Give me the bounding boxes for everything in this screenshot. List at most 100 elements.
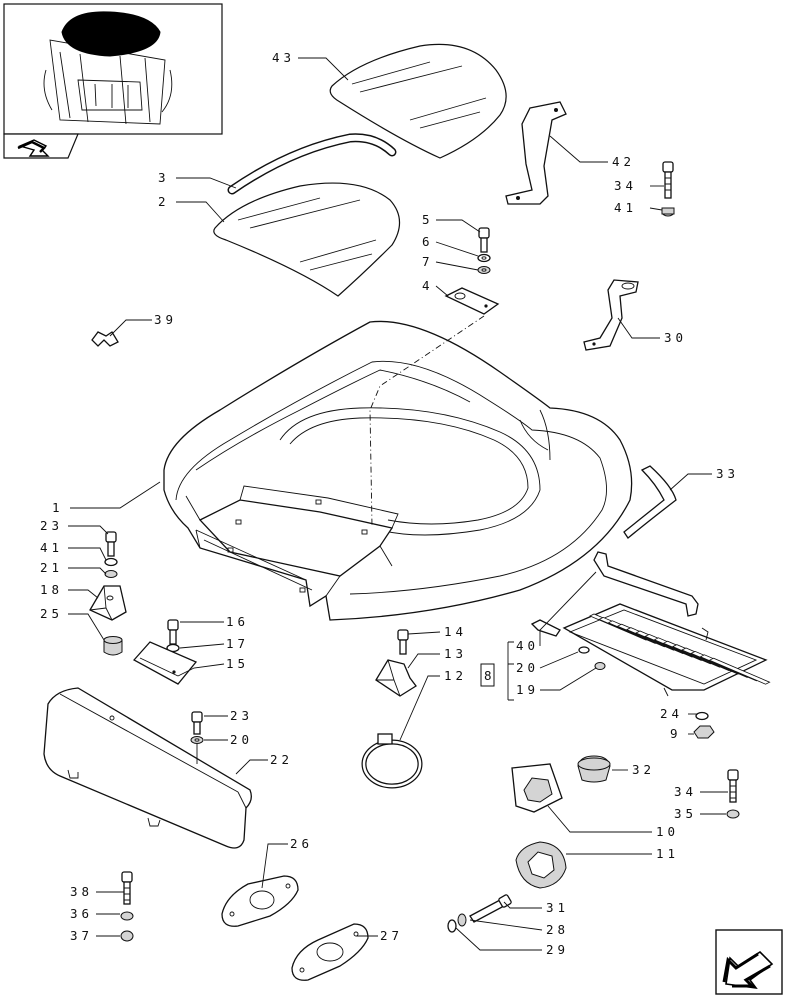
label-34-right: 34: [674, 784, 697, 799]
label-26: 26: [290, 836, 313, 851]
label-43: 43: [272, 50, 295, 65]
part-3-seal-strip: [227, 133, 397, 195]
part-19-nut: [594, 662, 606, 670]
part-7-washer: [477, 266, 491, 274]
label-1: 1: [52, 500, 64, 515]
label-42: 42: [612, 154, 635, 169]
part-grille: [562, 603, 771, 697]
part-16-bolt: [167, 619, 179, 645]
part-40-screw: [530, 619, 561, 637]
label-6: 6: [422, 234, 434, 249]
part-41-washer-left: [104, 557, 118, 567]
leader-lines: [68, 57, 728, 951]
part-26-flange: [221, 875, 299, 927]
part-1-roof-shell: [163, 320, 633, 621]
label-20-panel: 20: [230, 732, 253, 747]
part-grille-bracket: [593, 551, 699, 617]
grille-slot: [708, 657, 771, 685]
label-11: 11: [656, 846, 679, 861]
label-7: 7: [422, 254, 434, 269]
label-21: 21: [40, 560, 63, 575]
label-36: 36: [70, 906, 93, 921]
part-34-bolt-right: [727, 769, 739, 803]
part-15-plate: [132, 641, 198, 685]
label-8: 8: [484, 668, 492, 683]
label-10: 10: [656, 824, 679, 839]
part-5-bolt: [478, 227, 490, 253]
label-5: 5: [422, 212, 434, 227]
label-14: 14: [444, 624, 467, 639]
label-30: 30: [664, 330, 687, 345]
label-25: 25: [40, 606, 63, 621]
part-39-clip: [91, 331, 119, 347]
label-28: 28: [546, 922, 569, 937]
next-page-button[interactable]: [715, 929, 783, 995]
part-4-plate: [444, 287, 500, 315]
label-41-left: 41: [40, 540, 63, 555]
label-41-top: 41: [614, 200, 637, 215]
label-23-panel: 23: [230, 708, 253, 723]
part-22-front-panel: [43, 687, 252, 849]
label-8-box: [480, 663, 495, 687]
label-38: 38: [70, 884, 93, 899]
part-13-clamp-bracket: [375, 659, 417, 697]
reference-arrow-icon: [17, 139, 50, 157]
tractor-cab-roof-thumbnail-icon: [43, 11, 173, 125]
part-11-gasket: [515, 841, 567, 889]
part-24-washer: [695, 711, 709, 721]
label-32: 32: [632, 762, 655, 777]
label-3: 3: [158, 170, 170, 185]
next-page-arrow-icon: [722, 950, 774, 990]
part-20-washer-grille: [578, 646, 590, 654]
part-6-washer: [477, 253, 491, 263]
label-22: 22: [270, 752, 293, 767]
part-37-washer: [120, 930, 134, 942]
part-41-washer-top: [661, 207, 675, 217]
part-31-screw: [469, 894, 512, 923]
part-34-bolt-top: [662, 161, 674, 199]
label-31: 31: [546, 900, 569, 915]
part-38-bolt: [121, 871, 133, 905]
label-20-grille: 20: [516, 660, 539, 675]
thumbnail-panel: [3, 3, 223, 159]
label-19: 19: [516, 682, 539, 697]
label-9: 9: [670, 726, 682, 741]
label-4: 4: [422, 278, 434, 293]
label-40: 40: [516, 638, 539, 653]
label-27: 27: [380, 928, 403, 943]
part-2-glass-panel: [213, 182, 401, 297]
label-23-left: 23: [40, 518, 63, 533]
label-15: 15: [226, 656, 249, 671]
part-23-bolt-left: [105, 531, 117, 557]
part-36-washer: [120, 911, 134, 921]
part-33-strip: [623, 465, 677, 539]
label-17: 17: [226, 636, 249, 651]
part-42-bracket: [505, 101, 567, 205]
part-27-flange: [291, 923, 369, 981]
part-32-plug: [577, 755, 611, 783]
part-35-washer-right: [726, 809, 740, 819]
part-20-washer-panel: [190, 736, 204, 744]
part-9-nut: [693, 725, 715, 739]
part-25-rubber-mount: [103, 636, 123, 656]
label-2: 2: [158, 194, 170, 209]
label-39: 39: [154, 312, 177, 327]
label-37: 37: [70, 928, 93, 943]
part-14-bolt: [397, 629, 409, 655]
part-10-gasket: [511, 763, 563, 813]
label-12: 12: [444, 668, 467, 683]
label-33: 33: [716, 466, 739, 481]
label-18: 18: [40, 582, 63, 597]
label-34-top: 34: [614, 178, 637, 193]
part-43-roof-glass: [329, 43, 507, 159]
part-21-washer-left: [104, 570, 118, 578]
label-16: 16: [226, 614, 249, 629]
label-29: 29: [546, 942, 569, 957]
label-35: 35: [674, 806, 697, 821]
part-28-washer: [457, 913, 467, 927]
part-18-mount-bracket: [89, 585, 127, 621]
part-labels: 43 3 2 42 34 41 5 6 7 4 30 39 33 1 23 41…: [40, 50, 739, 957]
label-24: 24: [660, 706, 683, 721]
part-29-washer: [447, 919, 457, 933]
